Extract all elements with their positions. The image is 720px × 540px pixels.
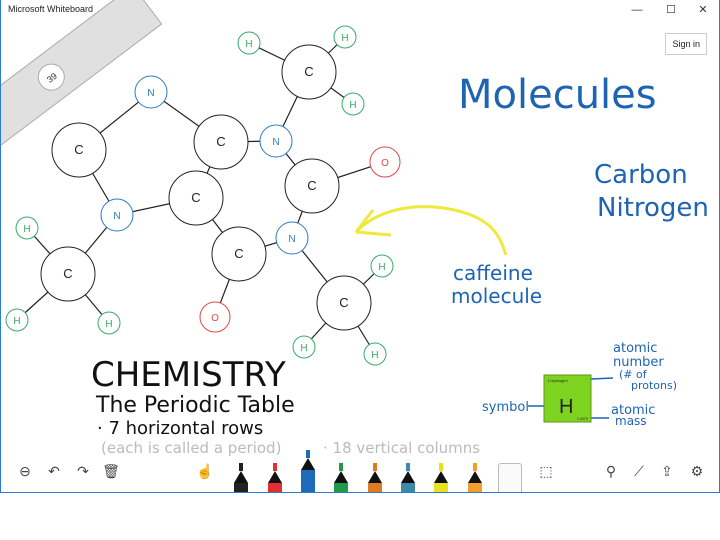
yellow-arrow: [354, 205, 508, 256]
hydrogen-label: H: [371, 350, 378, 361]
pen-galaxy[interactable]: [401, 463, 415, 492]
undo-icon[interactable]: ↶: [48, 463, 60, 479]
carbon-atom: [193, 114, 249, 170]
ruler-angle: 39: [45, 71, 59, 85]
window-title: Microsoft Whiteboard: [8, 4, 94, 14]
lasso-select-icon[interactable]: ⬚: [539, 463, 553, 479]
hydrogen-atom: [15, 216, 39, 240]
zoom-out-icon[interactable]: ⊖: [19, 463, 31, 479]
nitrogen-atom: [259, 124, 293, 158]
nitrogen-atom: [275, 221, 309, 255]
share-icon[interactable]: ⇪: [661, 463, 673, 479]
carbon-atom: [211, 226, 267, 282]
hydrogen-label: H: [300, 343, 307, 354]
oxygen-atom: [199, 301, 231, 333]
note-molecule: molecule: [451, 284, 542, 308]
hydrogen-atom: [363, 342, 387, 366]
oxygen-label: O: [381, 158, 389, 169]
chart-icon[interactable]: ⟋: [634, 463, 644, 479]
redo-icon[interactable]: ↷: [77, 463, 89, 479]
note-caffeine: caffeine: [453, 261, 533, 285]
note-period: (each is called a period): [101, 439, 281, 457]
pen-rainbow[interactable]: [368, 463, 382, 492]
carbon-atom: [40, 246, 96, 302]
hydrogen-atom: [5, 308, 29, 332]
note-nitrogen: Nitrogen: [597, 193, 709, 223]
minimize-button[interactable]: —: [631, 4, 643, 16]
ruler[interactable]: 39: [1, 0, 163, 152]
hydrogen-label: H: [378, 262, 385, 273]
ruler-tool[interactable]: [498, 463, 522, 492]
note-rows: · 7 horizontal rows: [97, 418, 263, 439]
carbon-atom: [284, 158, 340, 214]
nitrogen-label: N: [147, 88, 154, 99]
svg-text:H: H: [559, 396, 573, 418]
nitrogen-atom: [134, 75, 168, 109]
hydrogen-atom: [97, 311, 121, 335]
carbon-atom: [51, 122, 107, 178]
carbon-label: C: [307, 178, 316, 193]
hydrogen-atom: [292, 335, 316, 359]
close-button[interactable]: ✕: [698, 4, 708, 16]
nitrogen-label: N: [113, 211, 120, 222]
hydrogen-label: H: [105, 319, 112, 330]
sign-in-button[interactable]: Sign in: [665, 33, 707, 55]
note-atomic-number: number: [613, 355, 664, 370]
element-card[interactable]: 1 Hydrogen H 1.0079: [543, 374, 592, 423]
note-periodic-table: The Periodic Table: [95, 393, 295, 418]
carbon-atom: [281, 44, 337, 100]
svg-text:1 Hydrogen: 1 Hydrogen: [547, 378, 568, 383]
pen-green[interactable]: [334, 463, 348, 492]
carbon-label: C: [339, 295, 348, 310]
note-symbol: symbol: [482, 400, 529, 415]
nitrogen-label: N: [288, 234, 295, 245]
note-atomic-number: (# of: [619, 368, 648, 381]
hydrogen-atom: [237, 31, 261, 55]
canvas[interactable]: C C C C C C C C N N N N O O H H H H H H H H H 39 Molecules Car…: [1, 0, 719, 492]
hydrogen-label: H: [341, 33, 348, 44]
hydrogen-label: H: [349, 100, 356, 111]
hydrogen-atom: [341, 92, 365, 116]
note-chemistry: CHEMISTRY: [91, 355, 286, 395]
hydrogen-label: H: [13, 316, 20, 327]
note-atomic-number: atomic: [613, 341, 657, 356]
pen-blue[interactable]: [301, 450, 315, 492]
atoms: C C C C C C C C N N N N O O H H H H H H H H H: [5, 25, 401, 366]
ruler-angle-dial[interactable]: [33, 59, 69, 95]
carbon-label: C: [304, 64, 313, 79]
settings-gear-icon[interactable]: ⚙: [690, 463, 704, 479]
carbon-label: C: [216, 134, 225, 149]
note-atomic-mass: atomic: [611, 403, 655, 418]
title-molecules: Molecules: [458, 72, 657, 118]
touch-draw-icon[interactable]: ☝: [196, 463, 214, 479]
delete-icon[interactable]: 🗑: [102, 463, 120, 479]
carbon-label: C: [63, 266, 72, 281]
pen-red[interactable]: [268, 463, 282, 492]
pen-black[interactable]: [234, 463, 248, 492]
note-atomic-number: protons): [631, 379, 677, 392]
hydrogen-atom: [370, 254, 394, 278]
carbon-label: C: [191, 190, 200, 205]
oxygen-label: O: [211, 313, 219, 324]
pen-eraser[interactable]: [468, 463, 482, 492]
note-carbon: Carbon: [594, 160, 688, 190]
carbon-atom: [316, 275, 372, 331]
carbon-label: C: [234, 246, 243, 261]
pen-yellow-highlighter[interactable]: [434, 463, 448, 492]
svg-text:1.0079: 1.0079: [577, 417, 588, 421]
hydrogen-atom: [333, 25, 357, 49]
note-atomic-mass: mass: [615, 414, 647, 428]
nitrogen-label: N: [272, 137, 279, 148]
maximize-button[interactable]: ☐: [666, 4, 676, 16]
note-columns: · 18 vertical columns: [323, 439, 480, 457]
search-icon[interactable]: ⚲: [605, 463, 617, 479]
nitrogen-atom: [100, 198, 134, 232]
oxygen-atom: [369, 146, 401, 178]
hydrogen-label: H: [23, 224, 30, 235]
carbon-atom: [168, 170, 224, 226]
carbon-label: C: [74, 142, 83, 157]
hydrogen-label: H: [245, 39, 252, 50]
